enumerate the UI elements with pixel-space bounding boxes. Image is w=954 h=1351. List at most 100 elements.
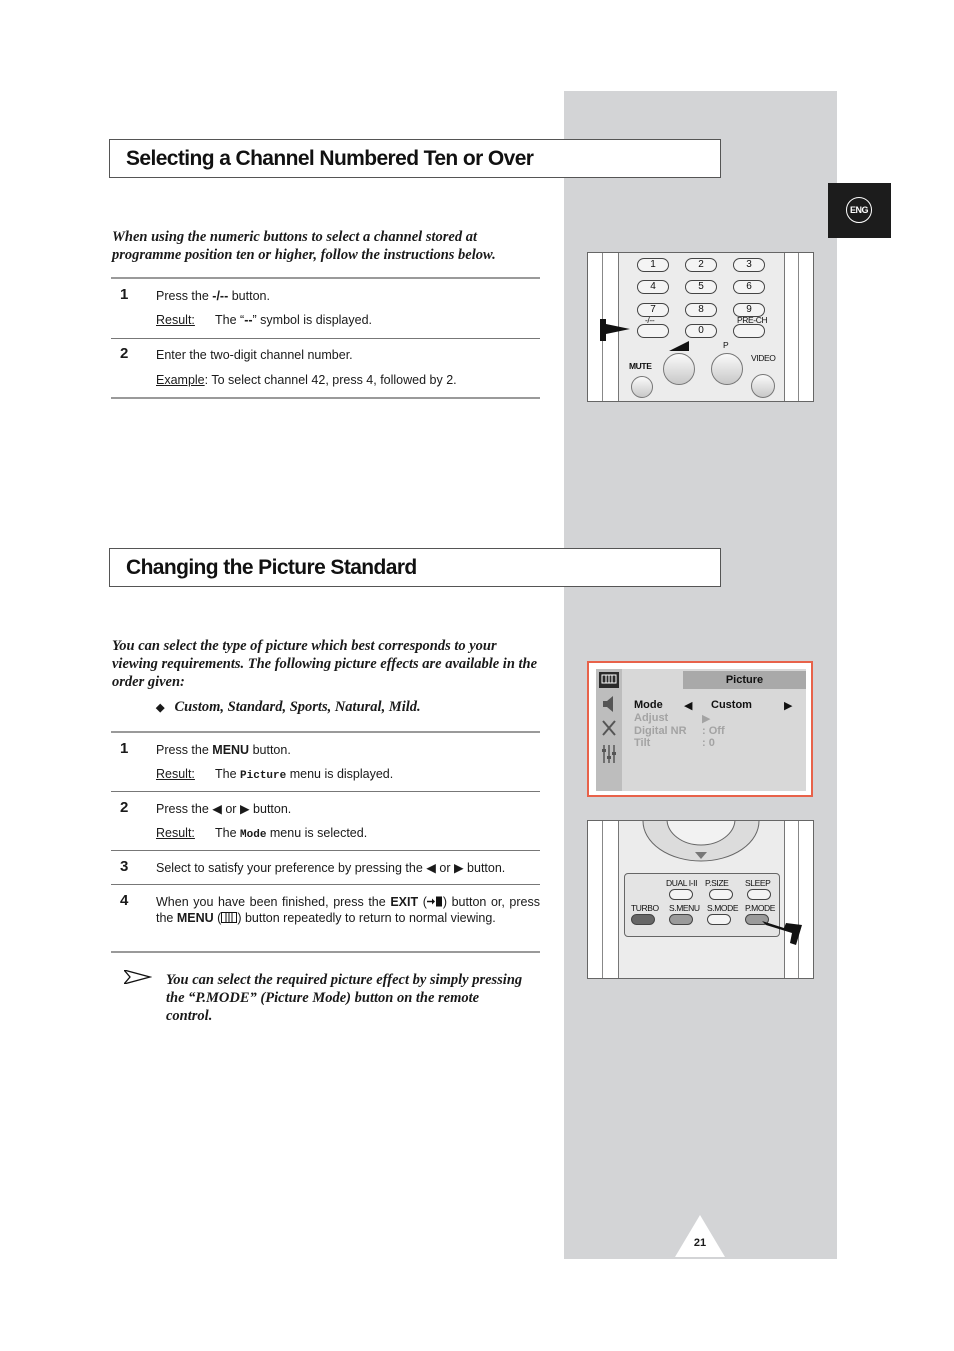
mute-label: MUTE	[629, 361, 652, 371]
s1-step1-post: button.	[228, 289, 270, 303]
pmode-label: P.MODE	[745, 903, 776, 913]
sound-menu-icon	[603, 696, 613, 712]
section1-intro: When using the numeric buttons to select…	[112, 229, 496, 263]
turbo-key	[631, 914, 655, 925]
osd-tilt-value: : 0	[702, 737, 715, 749]
s2-r1-menu: Picture	[240, 770, 287, 782]
s2-step4-e: ) button repeatedly to return to normal …	[237, 911, 496, 925]
key-1: 1	[637, 258, 669, 272]
section1-rule-top	[111, 277, 540, 279]
key-8: 8	[685, 303, 717, 317]
s2-step1-result-text: The Picture menu is displayed.	[215, 767, 393, 782]
s2-step4-number: 4	[120, 892, 129, 909]
picture-modes-bullet: ◆ Custom, Standard, Sports, Natural, Mild…	[156, 699, 421, 716]
section2-rule-3	[111, 850, 540, 851]
s1-step1-pre: Press the	[156, 289, 213, 303]
section2-rule-4	[111, 884, 540, 885]
s1-step1-result-label: Result:	[156, 313, 195, 327]
s2-r1-pre: The	[215, 767, 241, 781]
s2-step4-d: (	[213, 911, 222, 925]
s2-step1-text: Press the MENU button.	[156, 742, 291, 758]
osd-mode-label: Mode	[634, 699, 663, 711]
prech-key-label: PRE-CH	[737, 315, 768, 325]
s2-r2-pre: The	[215, 826, 241, 840]
s1-step1-key: -/--	[212, 289, 229, 303]
key-6: 6	[733, 280, 765, 294]
pointer-arrow-icon	[600, 319, 630, 341]
key-0: 0	[685, 324, 717, 338]
picture-menu-icon	[599, 672, 619, 688]
osd-dnr-label: Digital NR	[634, 725, 687, 737]
dash-key	[637, 324, 669, 338]
s2-step2-result-label: Result:	[156, 826, 195, 840]
picture-menu-screen: Picture Mode ◀ Custom ▶ Adjust ▶ Digital…	[587, 661, 813, 797]
remote2-body: DUAL I-II P.SIZE SLEEP TURBO S.MENU S.MO…	[618, 821, 785, 978]
smenu-label: S.MENU	[669, 903, 700, 913]
s1-result-post: ” symbol is displayed.	[252, 313, 373, 327]
volume-wedge-icon	[669, 341, 689, 351]
s2-step4-menu: MENU	[176, 911, 214, 925]
smode-label: S.MODE	[707, 903, 739, 913]
channel-up-illustration	[711, 353, 743, 385]
section1-rule-mid	[111, 338, 540, 339]
dash-key-label: -/--	[645, 315, 655, 325]
mute-button-illustration	[631, 376, 653, 398]
s2-step4-b: (	[418, 895, 427, 909]
note-arrow-icon	[124, 970, 152, 984]
page-number-badge: 21	[674, 1214, 726, 1258]
smode-key	[707, 914, 731, 925]
navigation-ring-icon	[642, 821, 760, 862]
pmode-note: You can select the required picture effe…	[166, 972, 523, 1024]
osd-left-arrow: ◀	[684, 700, 693, 712]
s2-step1-number: 1	[120, 740, 129, 757]
s1-result-pre: The “	[215, 313, 245, 327]
osd-icon-sidebar	[596, 669, 622, 791]
s2-step2-result-text: The Mode menu is selected.	[215, 826, 367, 841]
osd-adjust-arrow: ▶	[702, 713, 711, 725]
key-2: 2	[685, 258, 717, 272]
osd-adjust-label: Adjust	[634, 712, 669, 724]
s1-example-text: : To select channel 42, press 4, followe…	[204, 373, 457, 387]
remote-keypad-illustration: 1 2 3 4 5 6 7 8 9 -/-- PRE-CH 0 P MUTE V…	[587, 252, 814, 402]
s1-step1-result-text: The “--” symbol is displayed.	[215, 313, 372, 327]
pmode-key	[745, 914, 769, 925]
s1-step2-example: Example: To select channel 42, press 4, …	[156, 372, 457, 388]
sleep-key	[747, 889, 771, 900]
picture-modes-list: Custom, Standard, Sports, Natural, Mild.	[174, 699, 421, 715]
s2-step2-number: 2	[120, 799, 129, 816]
turbo-label: TURBO	[631, 903, 659, 913]
key-5: 5	[685, 280, 717, 294]
s1-step1-text: Press the -/-- button.	[156, 288, 270, 304]
sleep-label: SLEEP	[745, 878, 771, 888]
s2-r2-post: menu is selected.	[266, 826, 368, 840]
key-4: 4	[637, 280, 669, 294]
s2-step1-pre: Press the	[156, 743, 213, 757]
key-3: 3	[733, 258, 765, 272]
setup-menu-icon	[602, 745, 616, 763]
volume-up-illustration	[663, 353, 695, 385]
s2-r2-menu: Mode	[240, 829, 267, 841]
p-label: P	[723, 340, 729, 350]
diamond-bullet-icon: ◆	[156, 702, 165, 714]
s1-step2-text: Enter the two-digit channel number.	[156, 348, 353, 362]
channel-menu-icon	[602, 720, 616, 736]
s2-step4-c: ) button or, press the	[156, 895, 540, 925]
dual-key	[669, 889, 693, 900]
picture-menu-panel: Picture Mode ◀ Custom ▶ Adjust ▶ Digital…	[596, 669, 806, 791]
s2-step1-post: button.	[249, 743, 291, 757]
video-button-illustration	[751, 374, 775, 398]
section2-title: Changing the Picture Standard	[109, 548, 721, 587]
s2-step3-text: Select to satisfy your preference by pre…	[156, 861, 506, 875]
psize-key	[709, 889, 733, 900]
page-number: 21	[693, 1237, 707, 1249]
language-tab: ENG	[828, 183, 891, 238]
key-7: 7	[637, 303, 669, 317]
section2-rule-bottom	[111, 951, 540, 953]
s1-step2-number: 2	[120, 345, 129, 362]
section2-intro: You can select the type of picture which…	[112, 638, 538, 690]
osd-tilt-label: Tilt	[634, 737, 651, 749]
osd-dnr-value: : Off	[702, 725, 725, 737]
osd-mode-value: Custom	[711, 699, 752, 711]
s2-step4-a: When you have been finished, press the	[156, 895, 391, 909]
function-key-panel	[624, 873, 780, 937]
